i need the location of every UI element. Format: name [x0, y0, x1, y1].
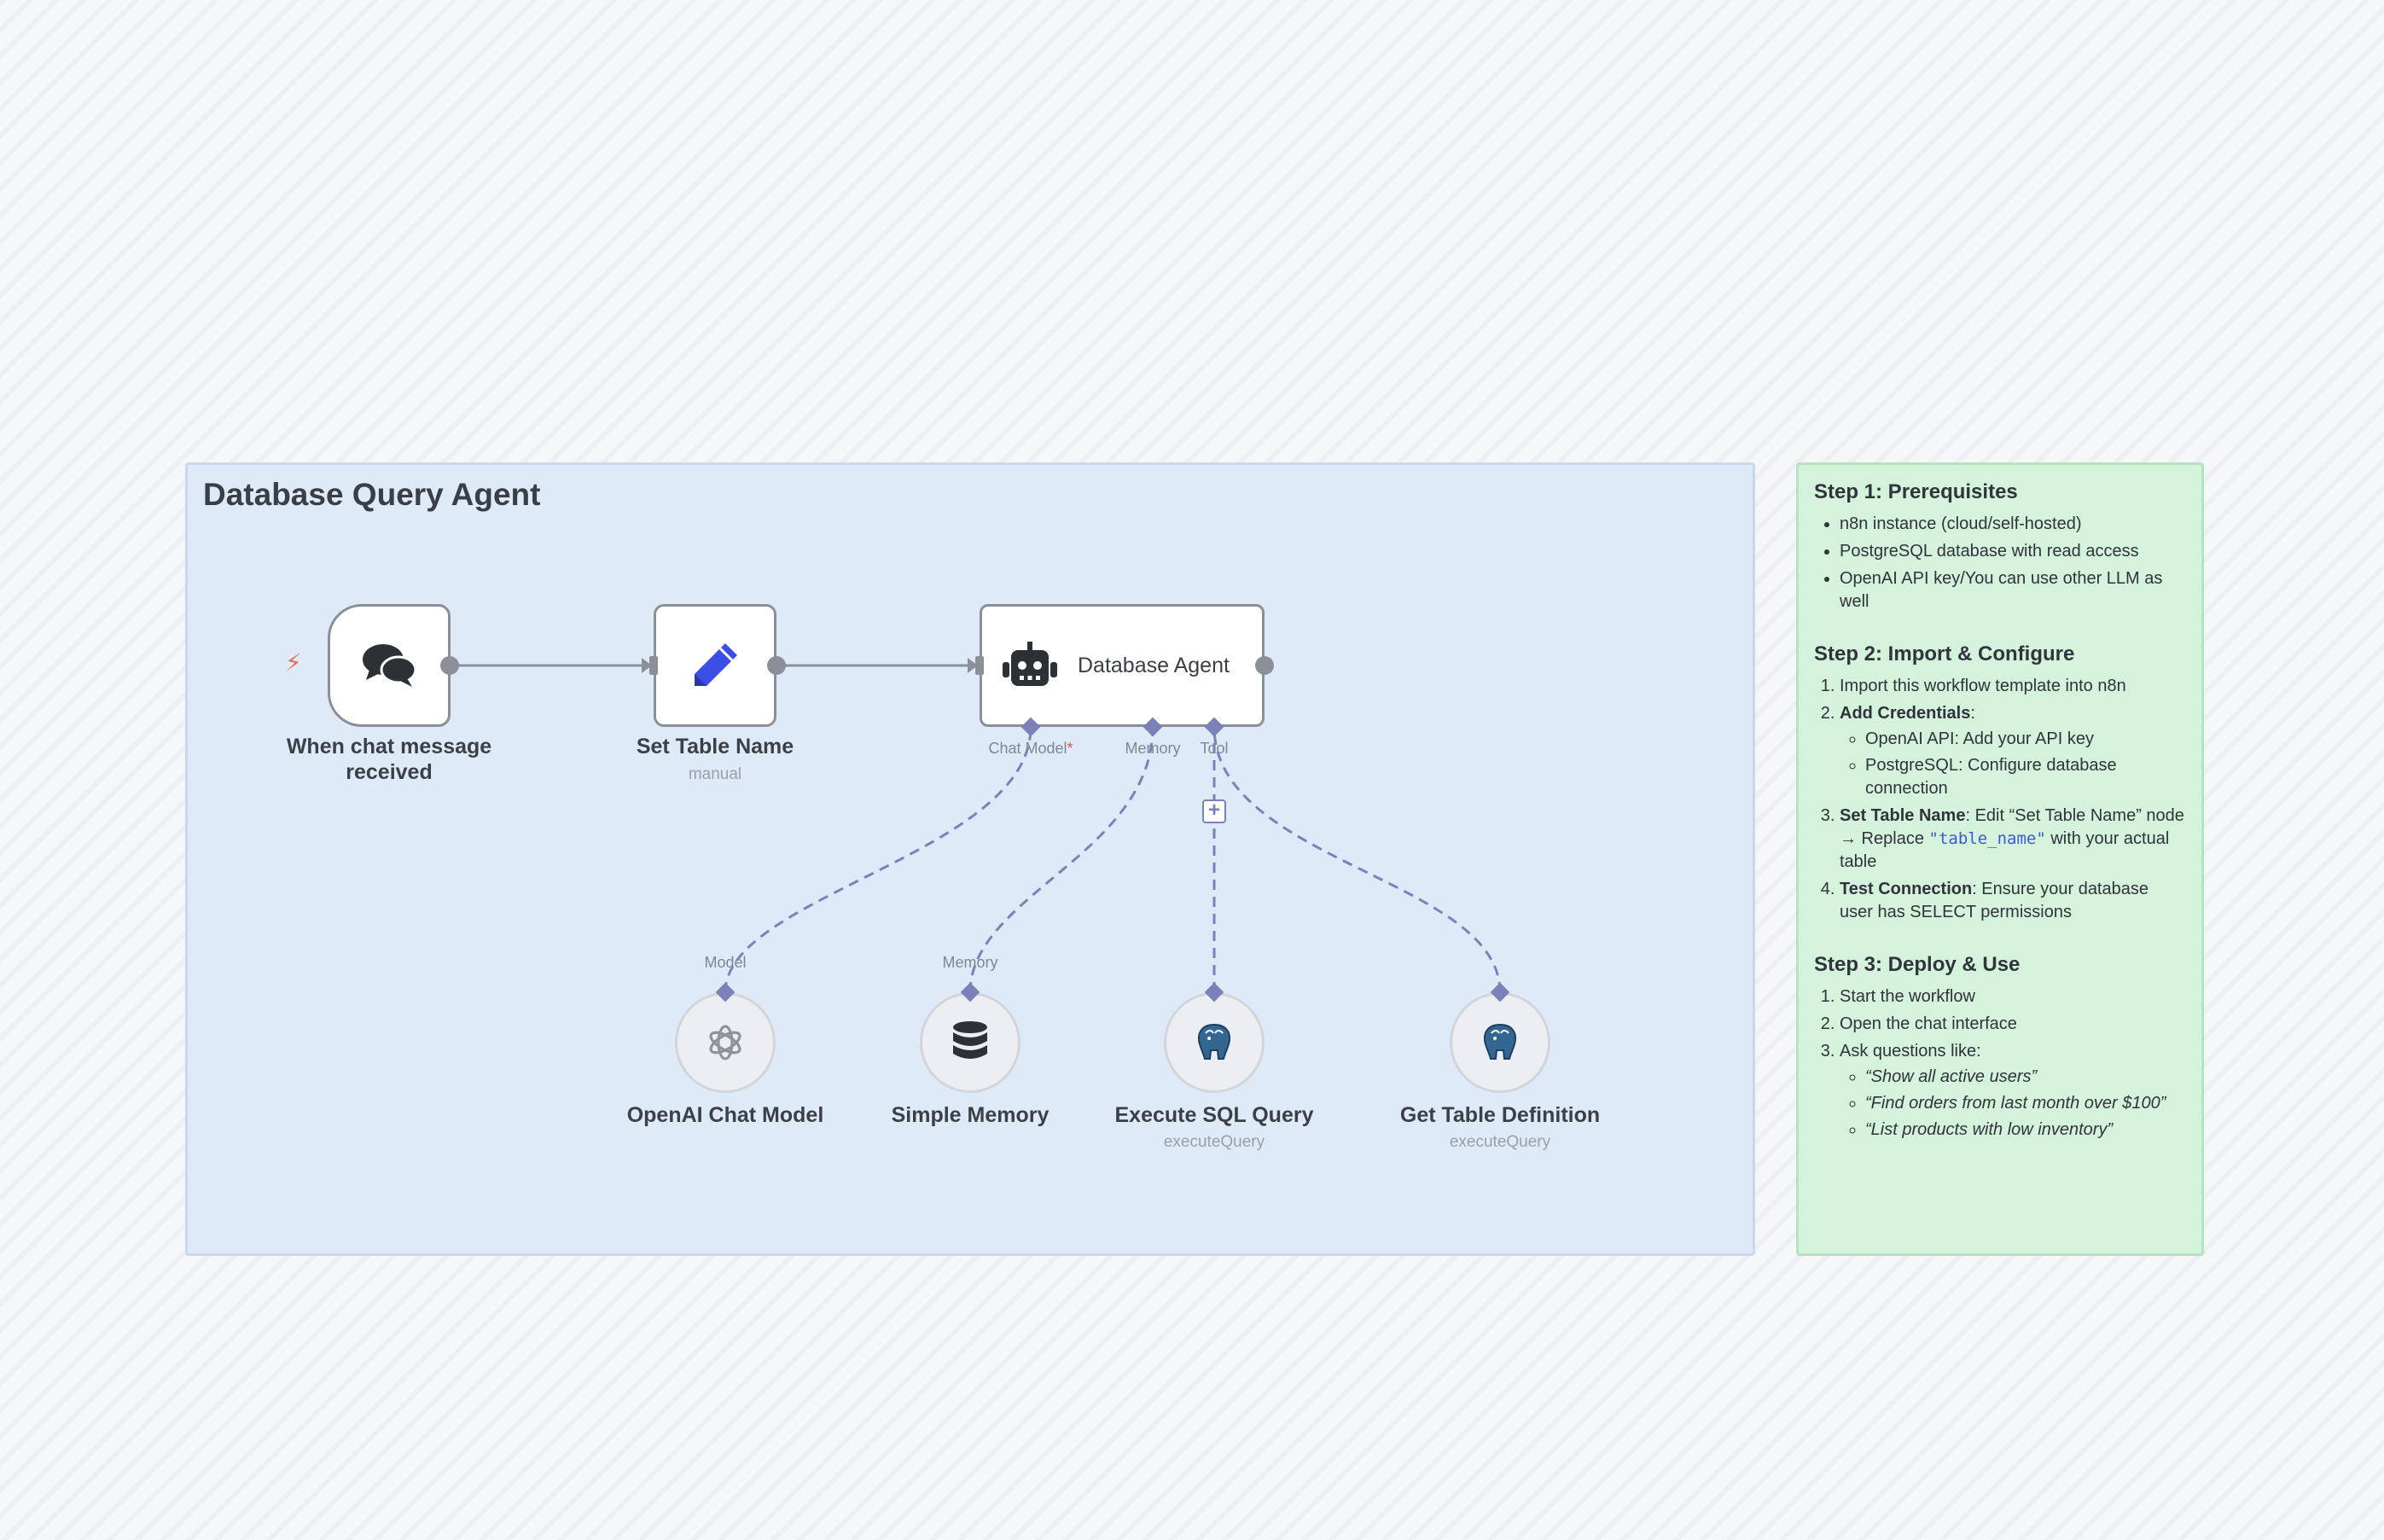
list-item: OpenAI API: Add your API key [1865, 728, 2186, 751]
agent-tool-port-label: Tool [1200, 740, 1229, 757]
node-set-table-name[interactable] [654, 604, 776, 727]
list-item: PostgreSQL: Configure database connectio… [1865, 754, 2186, 800]
step1-title: Step 1: Prerequisites [1814, 480, 2018, 503]
step1-list: n8n instance (cloud/self-hosted) Postgre… [1814, 513, 2186, 613]
node-simple-memory[interactable] [920, 992, 1020, 1093]
node-get-table-definition[interactable] [1450, 992, 1550, 1093]
set-table-output-handle[interactable] [767, 656, 786, 675]
trigger-bolt-icon: ⚡ [285, 649, 302, 676]
set-table-label: Set Table Name [636, 735, 794, 758]
list-item: “Find orders from last month over $100” [1865, 1092, 2186, 1115]
steps-sticky-note[interactable]: Step 1: Prerequisites n8n instance (clou… [1796, 462, 2204, 1256]
list-item: “Show all active users” [1865, 1066, 2186, 1089]
list-item: Start the workflow [1840, 985, 2186, 1008]
add-tool-button[interactable]: + [1202, 799, 1226, 823]
agent-output-handle[interactable] [1255, 656, 1274, 675]
agent-label: Database Agent [1078, 653, 1230, 677]
pencil-icon [695, 643, 737, 686]
agent-chat-model-port-label: Chat Model* [988, 740, 1073, 757]
step3-title: Step 3: Deploy & Use [1814, 953, 2021, 976]
set-table-input-handle[interactable] [649, 656, 658, 675]
agent-memory-port-label: Memory [1125, 740, 1181, 757]
step1-section: Step 1: Prerequisites n8n instance (clou… [1814, 480, 2186, 613]
step3-section: Step 3: Deploy & Use Start the workflow … [1814, 953, 2186, 1142]
table-name-code: "table_name" [1928, 829, 2046, 848]
openai-icon [709, 1025, 741, 1061]
list-item: Add Credentials: OpenAI API: Add your AP… [1840, 702, 2186, 800]
group-title: Database Query Agent [203, 477, 541, 512]
list-item: Set Table Name: Edit “Set Table Name” no… [1840, 805, 2186, 874]
step3-list: Start the workflow Open the chat interfa… [1814, 985, 2186, 1142]
list-item: Open the chat interface [1840, 1013, 2186, 1036]
list-item: Test Connection: Ensure your database us… [1840, 878, 2186, 924]
postgres-elephant-icon [1197, 1023, 1231, 1060]
step2-section: Step 2: Import & Configure Import this w… [1814, 642, 2186, 924]
list-item: “List products with low inventory” [1865, 1119, 2186, 1142]
list-item: Import this workflow template into n8n [1840, 675, 2186, 698]
node-database-agent[interactable]: Database Agent [980, 604, 1265, 727]
node-openai-chat-model[interactable] [675, 992, 776, 1093]
database-icon [953, 1021, 987, 1059]
openai-label: OpenAI Chat Model [626, 1103, 824, 1127]
trigger-label: When chat message received [286, 735, 492, 784]
list-item: PostgreSQL database with read access [1840, 540, 2186, 563]
get-table-def-subtitle: executeQuery [1449, 1133, 1551, 1151]
trigger-output-handle[interactable] [440, 656, 459, 675]
execute-sql-label: Execute SQL Query [1114, 1103, 1314, 1127]
robot-icon [1003, 642, 1057, 686]
node-chat-trigger[interactable] [328, 604, 451, 727]
get-table-def-label: Get Table Definition [1399, 1103, 1601, 1127]
step2-title: Step 2: Import & Configure [1814, 642, 2075, 665]
list-item: OpenAI API key/You can use other LLM as … [1840, 567, 2186, 613]
set-table-subtitle: manual [688, 765, 742, 783]
agent-input-handle[interactable] [975, 656, 984, 675]
list-item: n8n instance (cloud/self-hosted) [1840, 513, 2186, 536]
execute-sql-subtitle: executeQuery [1163, 1133, 1265, 1151]
postgres-elephant-icon [1483, 1023, 1517, 1060]
chat-bubbles-icon [363, 644, 417, 687]
openai-port-label: Model [704, 954, 747, 971]
memory-label: Simple Memory [891, 1103, 1050, 1127]
memory-port-label: Memory [942, 954, 998, 971]
step2-list: Import this workflow template into n8n A… [1814, 675, 2186, 924]
list-item: Ask questions like: “Show all active use… [1840, 1040, 2186, 1142]
node-execute-sql-query[interactable] [1164, 992, 1265, 1093]
